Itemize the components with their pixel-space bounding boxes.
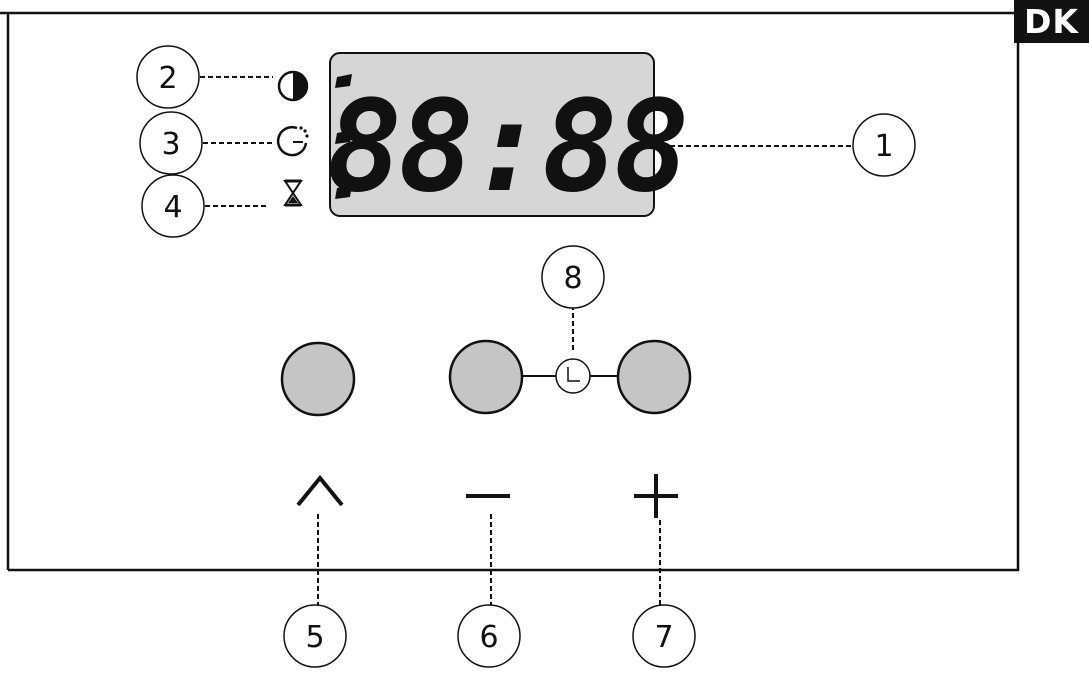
callout-3-label: 3: [161, 127, 180, 162]
callout-6-label: 6: [479, 620, 498, 655]
pie-clock-icon: [277, 70, 309, 102]
callout-1-label: 1: [874, 129, 893, 164]
callout-6: 6: [457, 604, 521, 668]
clock-icon: [555, 358, 591, 394]
indicator-bar-1: [335, 74, 352, 88]
plus-button[interactable]: [616, 339, 692, 415]
callout-2-label: 2: [158, 61, 177, 96]
leader-lines: [200, 76, 852, 613]
callout-4-label: 4: [163, 190, 182, 225]
up-button[interactable]: [280, 341, 356, 417]
lcd-display: 88:88: [326, 52, 690, 220]
language-tag: DK: [1014, 0, 1089, 43]
callout-1: 1: [852, 113, 916, 177]
callout-2: 2: [136, 45, 200, 109]
indicator-bar-2: [335, 130, 352, 144]
callout-7: 7: [632, 604, 696, 668]
callout-5: 5: [283, 604, 347, 668]
callout-4: 4: [141, 174, 205, 238]
hourglass-icon: [283, 179, 303, 207]
callout-7-label: 7: [654, 620, 673, 655]
callout-3: 3: [139, 111, 203, 175]
minus-button[interactable]: [448, 339, 524, 415]
lcd-digits: 88:88: [326, 73, 685, 220]
indicator-bar-3: [335, 185, 352, 199]
plus-icon: [634, 474, 678, 518]
callout-8: 8: [541, 245, 605, 309]
callout-8-label: 8: [563, 261, 582, 296]
panel-frame: [0, 11, 1020, 572]
chevron-up-icon: [296, 474, 344, 507]
countdown-timer-icon: [276, 125, 309, 157]
callout-5-label: 5: [305, 620, 324, 655]
